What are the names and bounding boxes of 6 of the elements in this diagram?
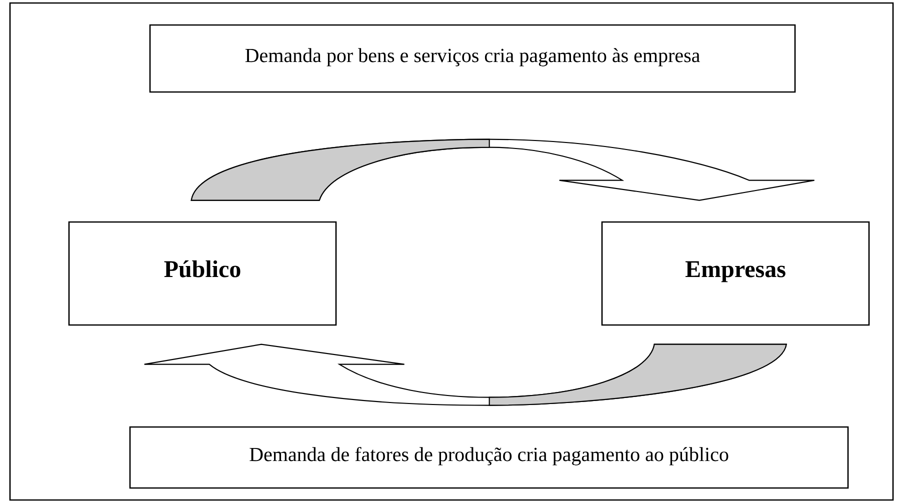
label-box: Demanda de fatores de produção cria pagamento ao público [129, 426, 849, 489]
curved-arrow [190, 138, 815, 201]
label-box: Demanda por bens e serviços cria pagamento às empresa [149, 24, 796, 93]
entity-box: Empresas [601, 221, 870, 326]
entity-box: Público [68, 221, 337, 326]
curved-arrow [144, 344, 787, 406]
